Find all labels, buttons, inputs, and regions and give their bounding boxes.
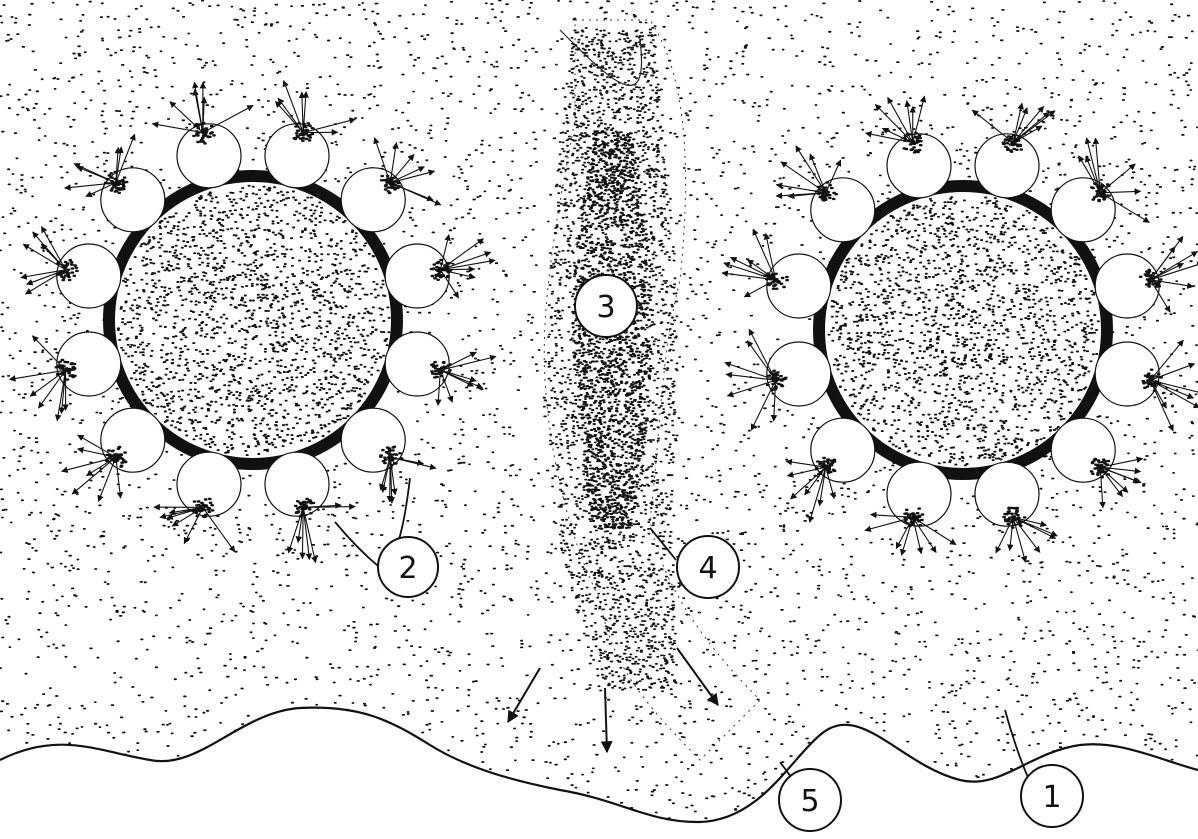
callout-1: 1 bbox=[1021, 765, 1083, 827]
column-stipple bbox=[548, 30, 678, 689]
follicle-left bbox=[10, 81, 496, 563]
tissue-boundary bbox=[0, 708, 1198, 822]
follicle-right bbox=[722, 96, 1198, 562]
callout-3-label: 3 bbox=[596, 290, 615, 325]
callout-5-label: 5 bbox=[800, 784, 819, 819]
callout-4: 4 bbox=[677, 536, 739, 598]
callout-1-label: 1 bbox=[1042, 780, 1061, 815]
migration-arrows bbox=[508, 648, 718, 752]
callout-5: 5 bbox=[779, 769, 841, 831]
callout-3: 3 bbox=[575, 275, 637, 337]
callout-2-label: 2 bbox=[398, 551, 417, 586]
callout-4-label: 4 bbox=[698, 551, 717, 586]
central-column bbox=[544, 20, 760, 760]
callout-2: 2 bbox=[378, 537, 438, 597]
